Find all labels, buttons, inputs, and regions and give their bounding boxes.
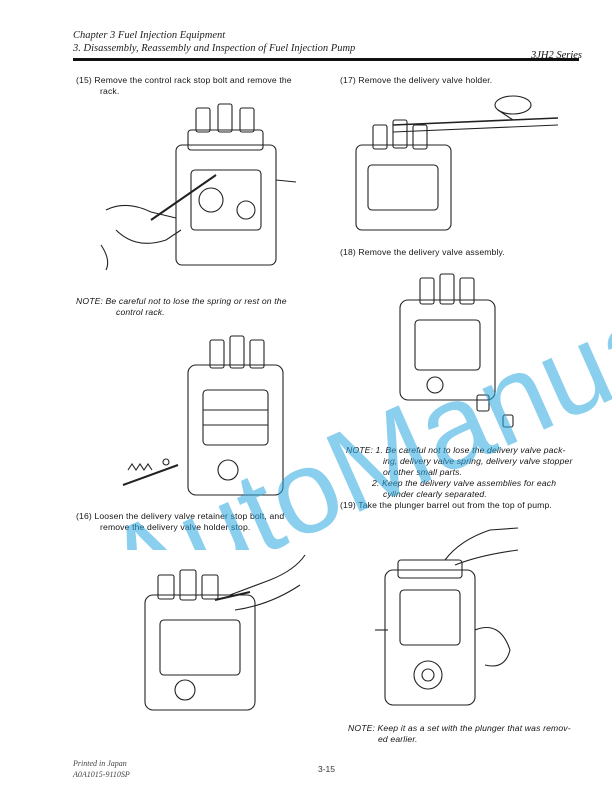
note-18-2a: 2. Keep the delivery valve assemblies fo… bbox=[372, 478, 557, 488]
delivery-holder-illustration-icon bbox=[355, 95, 559, 231]
step-19: (19) Take the plunger barrel out from th… bbox=[340, 500, 552, 510]
note-18: NOTE: 1. Be careful not to lose the deli… bbox=[346, 445, 586, 500]
step-18: (18) Remove the delivery valve assembly. bbox=[340, 247, 505, 257]
note-18-1a: NOTE: 1. Be careful not to lose the deli… bbox=[346, 445, 566, 455]
note-19: NOTE: Keep it as a set with the plunger … bbox=[348, 723, 588, 745]
page-number: 3-15 bbox=[318, 764, 336, 774]
step-17: (17) Remove the delivery valve holder. bbox=[340, 75, 493, 85]
note-19-line1: NOTE: Keep it as a set with the plunger … bbox=[348, 723, 571, 733]
step-16-line1: (16) Loosen the delivery valve retainer … bbox=[76, 511, 285, 521]
step-15-line2: rack. bbox=[100, 86, 120, 96]
note-15-line2: control rack. bbox=[116, 307, 165, 317]
rack-removal-illustration-icon bbox=[100, 103, 297, 271]
series-label: 3JH2 Series bbox=[530, 50, 582, 61]
delivery-assembly-illustration-icon bbox=[399, 273, 514, 428]
step-15: (15) Remove the control rack stop bolt a… bbox=[76, 75, 316, 97]
step-16: (16) Loosen the delivery valve retainer … bbox=[76, 511, 321, 533]
note-18-2b: cylinder clearly separated. bbox=[383, 489, 487, 499]
note-19-line2: ed earlier. bbox=[378, 734, 418, 744]
header-rule bbox=[73, 58, 579, 61]
pump-spring-illustration-icon bbox=[122, 335, 284, 496]
chapter-title: Chapter 3 Fuel Injection Equipment bbox=[73, 30, 226, 41]
note-18-1b: ing, delivery valve spring, delivery val… bbox=[383, 456, 573, 466]
section-title: 3. Disassembly, Reassembly and Inspectio… bbox=[73, 43, 356, 54]
note-15-line1: NOTE: Be careful not to lose the spring … bbox=[76, 296, 287, 306]
step-15-line1: (15) Remove the control rack stop bolt a… bbox=[76, 75, 292, 85]
step-16-line2: remove the delivery valve holder stop. bbox=[100, 522, 251, 532]
note-18-1c: or other small parts. bbox=[383, 467, 463, 477]
plunger-barrel-illustration-icon bbox=[375, 527, 519, 706]
footer-printed: Printed in Japan bbox=[73, 759, 127, 768]
footer-code: A0A1015-9110SP bbox=[73, 770, 130, 779]
valve-retainer-illustration-icon bbox=[144, 554, 306, 711]
note-15: NOTE: Be careful not to lose the spring … bbox=[76, 296, 326, 318]
